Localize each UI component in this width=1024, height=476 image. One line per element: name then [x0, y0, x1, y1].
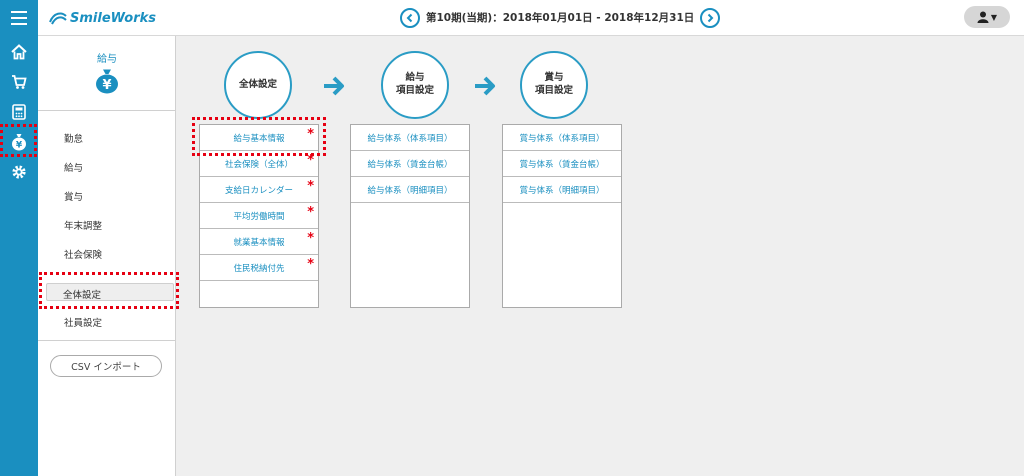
home-icon[interactable]: [9, 42, 29, 62]
list-item-salary-basic-info[interactable]: 給与基本情報 *: [200, 125, 318, 151]
list-item-bonus-system-payslip[interactable]: 賞与体系（明細項目）: [503, 177, 621, 203]
list-item-work-basic-info[interactable]: 就業基本情報 *: [200, 229, 318, 255]
required-mark: *: [307, 231, 314, 246]
required-mark: *: [307, 153, 314, 168]
menu-icon[interactable]: [0, 0, 38, 36]
list-item-bonus-system-items[interactable]: 賞与体系（体系項目）: [503, 125, 621, 151]
highlight-general-settings: [39, 272, 179, 309]
list-item-bonus-system-ledger[interactable]: 賞与体系（賃金台帳）: [503, 151, 621, 177]
gear-icon[interactable]: [9, 162, 29, 182]
list-item-resident-tax-payee[interactable]: 住民税納付先 *: [200, 255, 318, 281]
arrow-right-icon: [473, 75, 497, 97]
submenu-item-general-settings[interactable]: 全体設定: [46, 283, 174, 301]
user-menu-button[interactable]: ▼: [964, 6, 1010, 28]
yen-bag-icon: ¥: [94, 68, 120, 94]
list-item-label: 給与基本情報: [233, 133, 285, 144]
list-item-label: 住民税納付先: [233, 263, 285, 274]
submenu-item-employee-settings[interactable]: 社員設定: [64, 318, 103, 329]
step-label-line1: 賞与: [544, 72, 564, 84]
chevron-right-icon: [708, 13, 714, 22]
salary-item-settings-list: 給与体系（体系項目） 給与体系（賃金台帳） 給与体系（明細項目）: [350, 124, 470, 308]
calculator-icon[interactable]: [9, 102, 29, 122]
list-item-salary-system-payslip[interactable]: 給与体系（明細項目）: [351, 177, 469, 203]
icon-sidebar: ¥: [0, 36, 38, 476]
step-label: 全体設定: [238, 78, 277, 90]
chevron-left-icon: [406, 13, 413, 22]
submenu-item-year-end-adjustment[interactable]: 年末調整: [64, 221, 103, 232]
app-logo[interactable]: SmileWorks: [48, 8, 156, 28]
period-label: 第10期(当期)：2018年01月01日 - 2018年12月31日: [426, 12, 695, 24]
submenu-title: 給与: [97, 54, 117, 65]
caret-down-icon: ▼: [990, 12, 998, 22]
required-mark: *: [307, 205, 314, 220]
list-item-label: 社会保険（全体）: [224, 159, 293, 170]
logo-swoosh-icon: [49, 12, 67, 25]
step-bonus-item-settings: 賞与 項目設定: [520, 51, 588, 119]
submenu-item-social-insurance[interactable]: 社会保険: [64, 250, 103, 261]
top-bar: SmileWorks 第10期(当期)：2018年01月01日 - 2018年1…: [0, 0, 1024, 36]
list-item-average-working-hours[interactable]: 平均労働時間 *: [200, 203, 318, 229]
arrow-right-icon: [322, 75, 346, 97]
user-icon: [977, 11, 989, 23]
bonus-item-settings-list: 賞与体系（体系項目） 賞与体系（賃金台帳） 賞与体系（明細項目）: [502, 124, 622, 308]
csv-import-button[interactable]: CSV インポート: [50, 355, 162, 377]
required-mark: *: [307, 257, 314, 272]
step-salary-item-settings: 給与 項目設定: [381, 51, 449, 119]
divider: [38, 110, 176, 111]
list-item-payday-calendar[interactable]: 支給日カレンダー *: [200, 177, 318, 203]
svg-text:¥: ¥: [102, 78, 111, 93]
period-selector: 第10期(当期)：2018年01月01日 - 2018年12月31日: [400, 7, 721, 28]
highlight-salary-icon: [0, 124, 37, 157]
submenu-item-bonus[interactable]: 賞与: [64, 192, 84, 203]
cart-icon[interactable]: [9, 72, 29, 92]
required-mark: *: [307, 179, 314, 194]
highlight-salary-basic-info: [192, 117, 326, 156]
list-item-salary-system-items[interactable]: 給与体系（体系項目）: [351, 125, 469, 151]
list-item-label: 平均労働時間: [233, 211, 285, 222]
step-label-line2: 項目設定: [395, 85, 434, 96]
divider: [38, 340, 176, 341]
list-item-label: 就業基本情報: [233, 237, 285, 248]
next-period-button[interactable]: [700, 7, 721, 28]
logo-text: SmileWorks: [70, 10, 156, 26]
svg-text:¥: ¥: [16, 141, 23, 151]
required-mark: *: [307, 127, 314, 142]
list-item-salary-system-ledger[interactable]: 給与体系（賃金台帳）: [351, 151, 469, 177]
submenu-item-attendance[interactable]: 勤怠: [64, 134, 84, 145]
step-label-line2: 項目設定: [534, 85, 573, 96]
step-label-line1: 給与: [405, 72, 425, 84]
submenu-item-label: 全体設定: [63, 290, 102, 301]
previous-period-button[interactable]: [400, 7, 420, 28]
list-item-social-insurance-all[interactable]: 社会保険（全体） *: [200, 151, 318, 177]
yen-bag-icon[interactable]: ¥: [9, 132, 29, 152]
submenu-item-salary[interactable]: 給与: [64, 163, 84, 174]
list-item-label: 支給日カレンダー: [224, 185, 293, 196]
salary-submenu: 給与 ¥ 勤怠 給与 賞与 年末調整 社会保険 全体設定 社員設定 CSV イン…: [38, 36, 176, 476]
step-general-settings: 全体設定: [224, 51, 292, 119]
